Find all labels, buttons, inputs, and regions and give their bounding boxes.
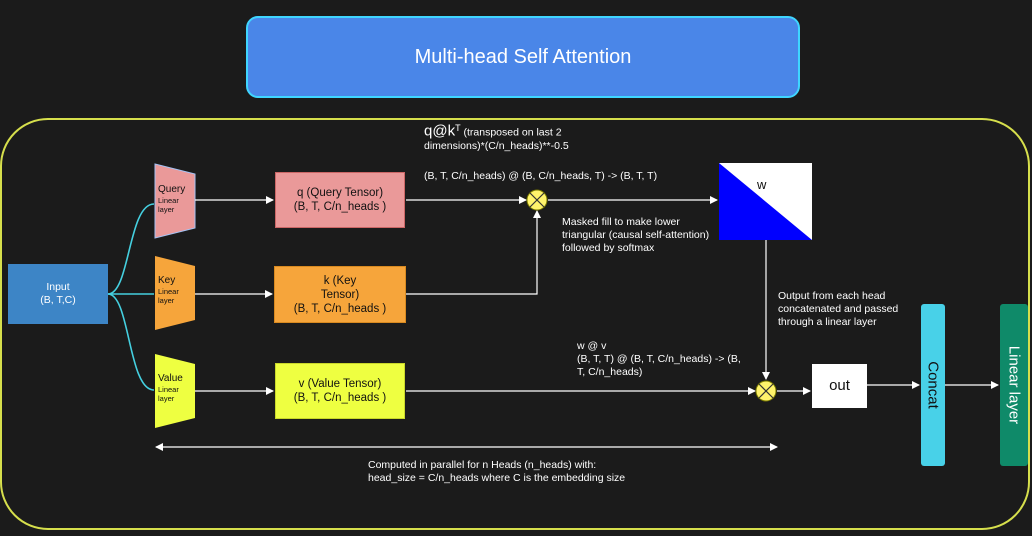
qk-formula-superscript: T	[455, 123, 461, 133]
input-box: Input (B, T,C)	[8, 264, 108, 324]
concat-label: Concat	[924, 361, 942, 409]
output-note: Output from each head concatenated and p…	[778, 290, 899, 328]
wv-note-line2: (B, T, T) @ (B, T, C/n_heads) -> (B,	[577, 353, 741, 365]
concat-box: Concat	[921, 304, 945, 466]
key-linear-label: Key Linear layer	[158, 275, 188, 305]
attention-weights-label: w	[757, 177, 767, 192]
value-tensor-name: v (Value Tensor)	[298, 378, 382, 390]
parallel-heads-note: Computed in parallel for n Heads (n_head…	[368, 459, 688, 485]
value-tensor-shape: (B, T, C/n_heads )	[293, 392, 387, 404]
key-tensor-shape: (B, T, C/n_heads )	[293, 302, 387, 315]
query-linear-label: Query Linear layer	[158, 184, 188, 214]
value-linear-sub: Linear layer	[158, 385, 179, 403]
input-shape: (B, T,C)	[40, 294, 76, 306]
key-linear-sub: Linear layer	[158, 287, 179, 305]
qk-formula-rest-1: (transposed on last 2	[463, 126, 562, 139]
wv-note-line3: T, C/n_heads)	[577, 366, 643, 378]
parallel-heads-line1: Computed in parallel for n Heads (n_head…	[368, 459, 597, 471]
out-label: out	[829, 377, 850, 394]
query-tensor-name: q (Query Tensor)	[296, 187, 384, 199]
value-linear-label: Value Linear layer	[158, 373, 188, 403]
qk-shape-note: (B, T, C/n_heads) @ (B, C/n_heads, T) ->…	[424, 170, 658, 182]
wv-note-line1: w @ v	[577, 340, 607, 352]
value-linear-layer	[155, 354, 195, 428]
query-tensor-shape: (B, T, C/n_heads )	[293, 201, 387, 213]
query-linear-layer	[154, 163, 196, 239]
query-tensor-box: q (Query Tensor) (B, T, C/n_heads )	[275, 172, 405, 228]
query-linear-sub: Linear layer	[158, 196, 179, 214]
qk-multiply-node	[526, 189, 548, 211]
k-to-qk-arrow	[406, 210, 541, 295]
input-to-query-curve	[107, 203, 155, 295]
final-linear-layer-box: Linear layer	[1000, 304, 1028, 466]
wv-note: w @ v (B, T, T) @ (B, T, C/n_heads) -> (…	[577, 340, 777, 379]
out-box: out	[812, 364, 867, 408]
query-linear-title: Query	[158, 184, 186, 195]
diagram-title-text: Multi-head Self Attention	[414, 45, 632, 68]
key-linear-title: Key	[158, 275, 176, 286]
final-linear-layer-label: Linear layer	[1005, 345, 1023, 425]
key-linear-layer	[155, 256, 195, 330]
key-tensor-box: k (Key Tensor) (B, T, C/n_heads )	[274, 266, 406, 323]
value-linear-title: Value	[158, 373, 183, 384]
input-to-value-curve	[107, 293, 155, 391]
qk-formula-rest-2: dimensions)*(C/n_heads)**-0.5	[424, 139, 569, 152]
key-tensor-name: k (Key	[323, 274, 357, 287]
wv-multiply-node	[755, 380, 777, 402]
qk-formula: q@kT (transposed on last 2 dimensions)*(…	[424, 122, 664, 153]
attention-weights-box: w	[719, 163, 812, 240]
value-tensor-box: v (Value Tensor) (B, T, C/n_heads )	[275, 363, 405, 419]
lower-triangular-mask	[719, 163, 812, 240]
parallel-heads-line2: head_size = C/n_heads where C is the emb…	[368, 472, 626, 484]
diagram-title: Multi-head Self Attention	[246, 16, 800, 98]
key-tensor-name-cont: Tensor)	[320, 288, 360, 301]
mask-note: Masked fill to make lower triangular (ca…	[562, 216, 710, 254]
head-frame	[0, 118, 1030, 530]
input-label: Input	[46, 281, 70, 293]
qk-formula-main: q@k	[424, 122, 456, 140]
